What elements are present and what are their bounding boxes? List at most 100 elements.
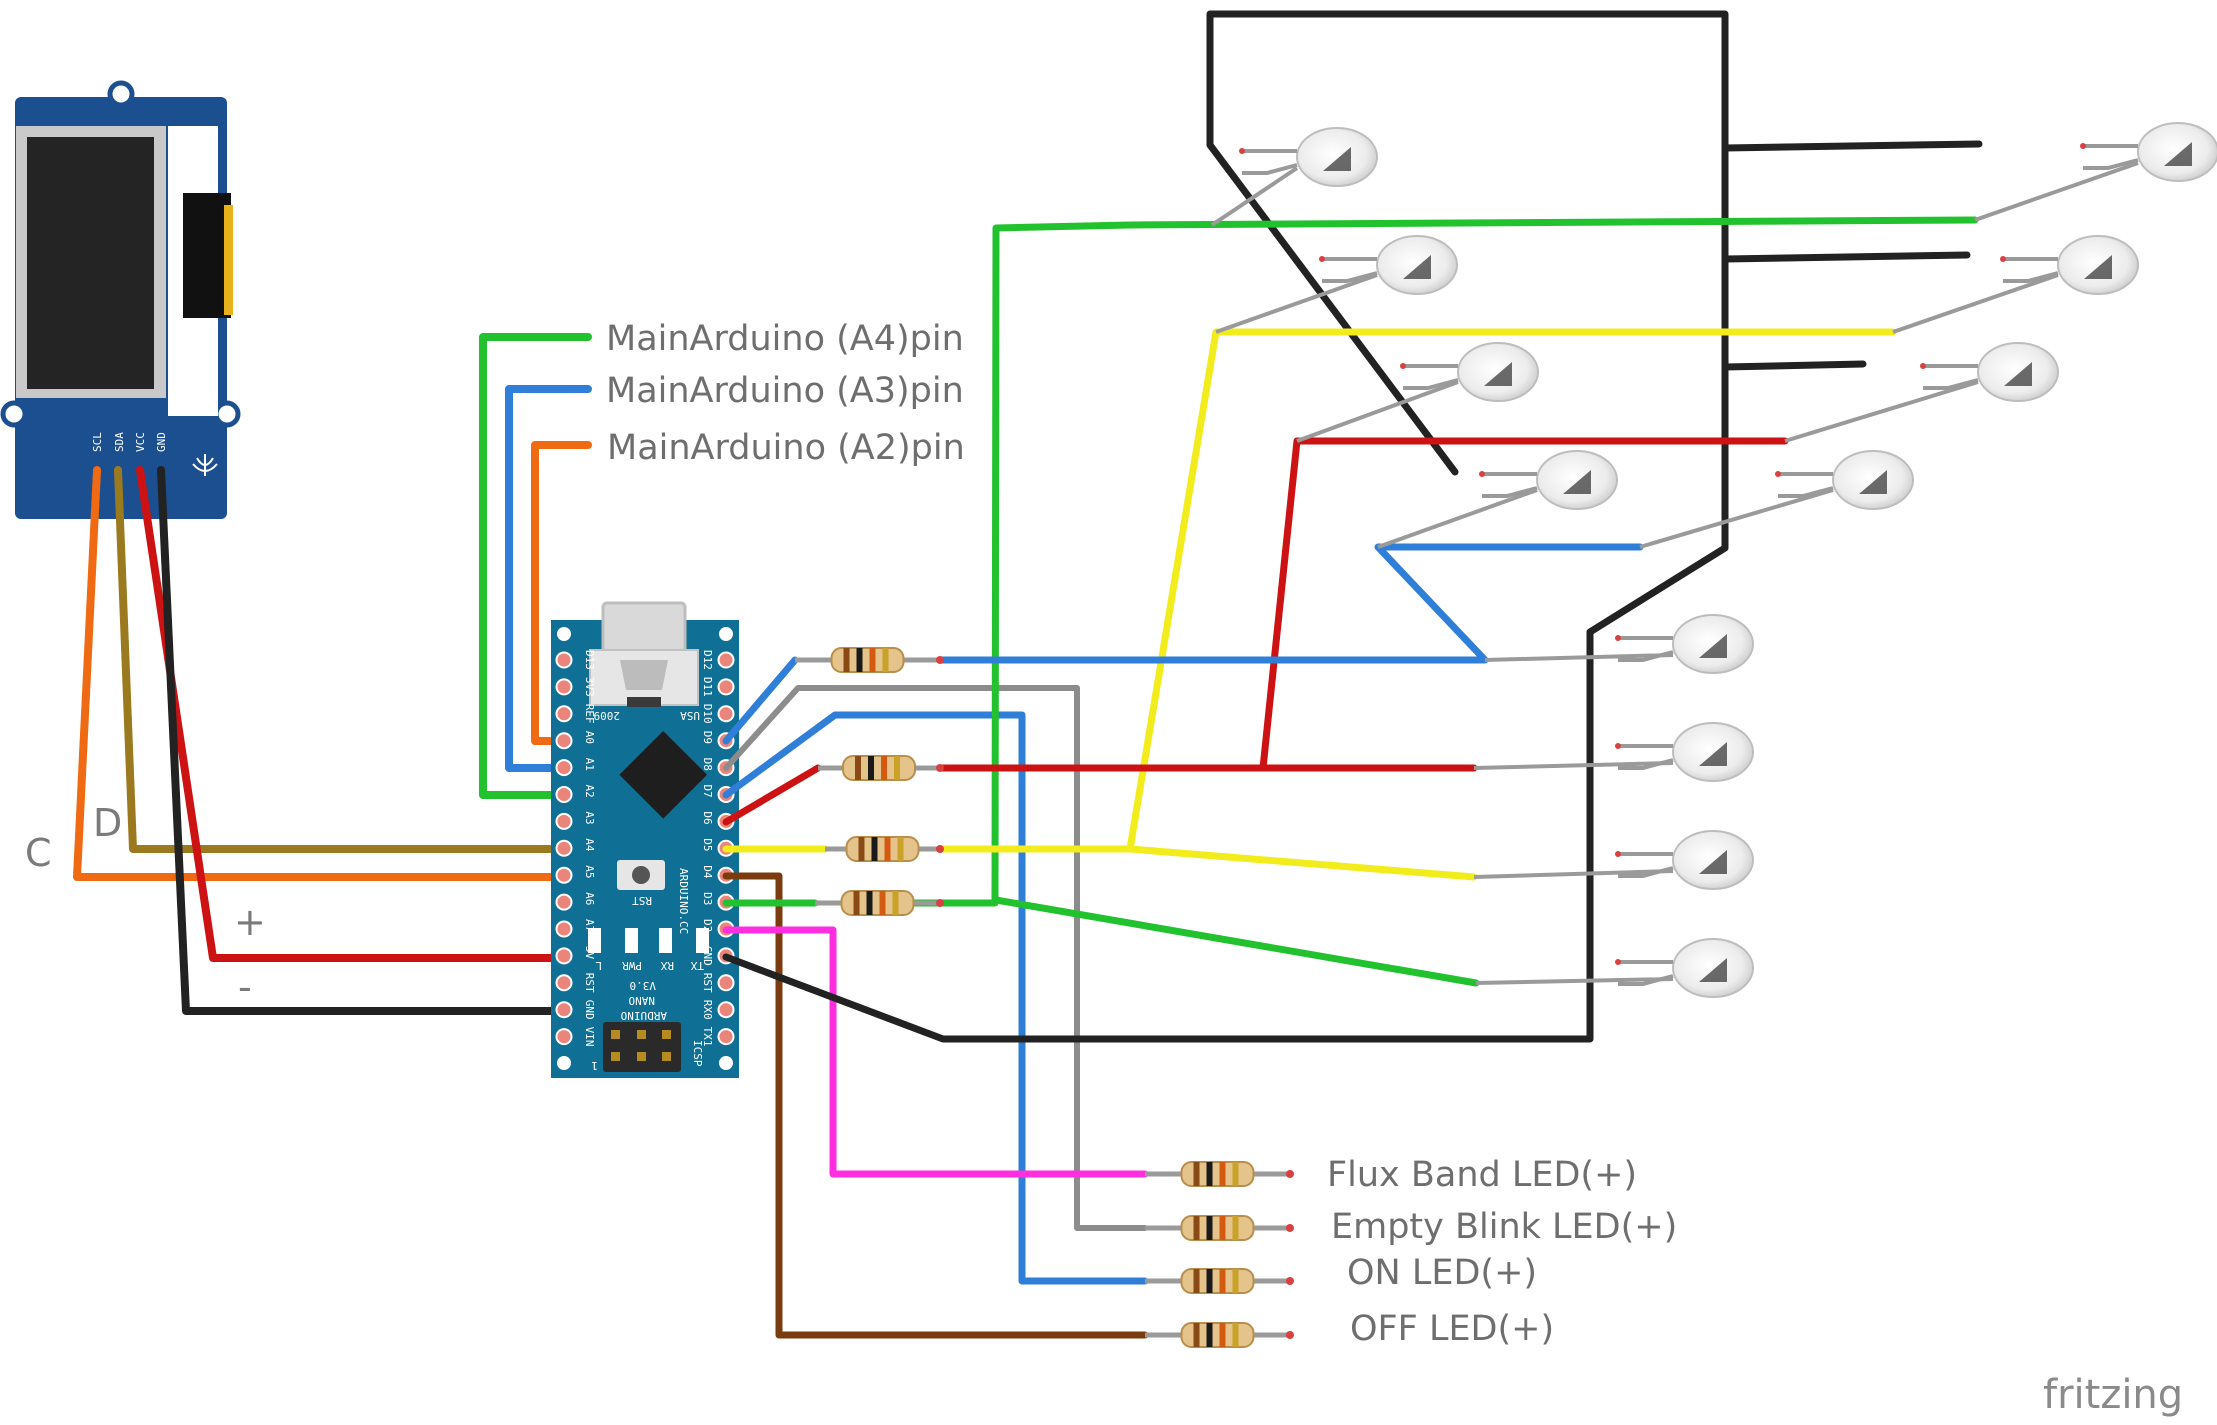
board-text-tx: TX [690, 959, 704, 972]
led-lead [1473, 761, 1674, 770]
label-off-led: OFF LED(+) [1350, 1309, 1554, 1349]
arduino-pin-a0 [555, 732, 573, 750]
arduino-pin-label-gnd-r: GND [701, 946, 714, 966]
arduino-pin-label-d8-r: D8 [701, 758, 714, 771]
led-lead [1377, 488, 1538, 549]
led-lead [1784, 380, 1979, 443]
arduino-pin-a1 [555, 759, 573, 777]
resistor [795, 647, 944, 673]
arduino-pin-rst [555, 974, 573, 992]
wire-blue-trunk [936, 543, 1644, 664]
arduino-pin-d11-r [717, 678, 735, 696]
arduino-output-wires [722, 10, 1729, 1339]
arduino-pin-label-3v3: 3V3 [583, 677, 596, 697]
arduino-pin-a3 [555, 812, 573, 830]
arduino-pin-label-d10-r: D10 [701, 704, 714, 724]
oled-pin-vcc: VCC [134, 432, 147, 452]
arduino-pin-label-gnd: GND [583, 1000, 596, 1020]
led [2080, 122, 2217, 182]
led-lead [1210, 166, 1299, 227]
wire-a3-lead [505, 385, 592, 772]
arduino-pin-label-d13: D13 [583, 650, 596, 670]
arduino-pin-rst-r [717, 974, 735, 992]
board-text-version: V3.0 [630, 979, 657, 992]
led-lead [1639, 488, 1834, 549]
wire-a4-lead [479, 333, 592, 799]
wire-green-to-led8 [992, 896, 1480, 987]
resistor [1145, 1161, 1294, 1187]
wire-green-trunk [888, 216, 1979, 907]
resistor [1145, 1268, 1294, 1294]
board-text-icsp: ICSP [691, 1040, 704, 1067]
oled-pin-gnd: GND [155, 432, 168, 452]
label-minus: - [238, 965, 252, 1009]
arduino-pin-rx0-r [717, 1001, 735, 1019]
arduino-pin-label-5v: 5V [583, 946, 596, 960]
arduino-pin-label-d11-r: D11 [701, 677, 714, 697]
arduino-pin-label-d6-r: D6 [701, 811, 714, 824]
wire-sda [114, 466, 569, 853]
led-lead [1296, 380, 1459, 443]
arduino-pin-label-d4-r: D4 [701, 865, 714, 879]
fritzing-logo: fritzing [2043, 1372, 2183, 1418]
arduino-pin-a5 [555, 866, 573, 884]
wire-d10-to-resistor [722, 656, 799, 745]
board-text-2009: 2009 [594, 709, 621, 722]
arduino-pin-label-d5-r: D5 [701, 838, 714, 851]
arduino-pin-label-a5: A5 [583, 865, 596, 878]
led [1920, 342, 2059, 402]
board-text-rst: RST [632, 894, 652, 907]
led-lead [1473, 869, 1674, 879]
blue-network [936, 543, 1644, 664]
board-text-rx: RX [660, 959, 674, 972]
oled-pin-sda: SDA [113, 432, 126, 452]
arduino-pin-ref [555, 705, 573, 723]
arduino-pin-label-a2: A2 [583, 785, 596, 798]
led-lead [1892, 273, 2059, 334]
oled-screen [27, 137, 154, 389]
led [1479, 450, 1618, 510]
board-text-one: 1 [591, 1059, 598, 1072]
label-d: D [93, 801, 122, 845]
green-network [888, 216, 1979, 987]
arduino-pin-a2 [555, 786, 573, 803]
label-main-arduino-a3: MainArduino (A3)pin [606, 371, 964, 411]
microcontroller-chip [619, 730, 708, 819]
arduino-pin-label-a0: A0 [583, 731, 596, 744]
arduino-pin-label-a6: A6 [583, 892, 596, 905]
board-text-nano: NANO [629, 994, 656, 1007]
board-text-l: L [595, 959, 602, 972]
arduino-pin-d13 [555, 651, 573, 669]
wire-yellow-trunk [936, 328, 1897, 853]
board-text-pwr: PWR [622, 959, 642, 972]
resistor [1145, 1322, 1294, 1348]
label-flux-band-led: Flux Band LED(+) [1327, 1155, 1637, 1195]
arduino-pin-label-d9-r: D9 [701, 731, 714, 744]
wire-a2-lead [531, 441, 592, 745]
label-c: C [25, 831, 52, 875]
wire-gray-empty-blink [723, 685, 1148, 1231]
arduino-pin-gnd [555, 1001, 573, 1019]
label-empty-blink-led: Empty Blink LED(+) [1331, 1207, 1677, 1247]
led-lead [1475, 977, 1674, 985]
wire-magenta-flux [722, 926, 1149, 1178]
led [2000, 235, 2139, 295]
label-plus: + [234, 900, 266, 944]
oled-wires [73, 466, 569, 1015]
arduino-pin-label-vin: VIN [583, 1027, 596, 1047]
arduino-pin-label-ref: REF [583, 704, 596, 724]
wire-vcc [136, 466, 569, 962]
oled-display-module: SCL SDA VCC GND [0, 80, 241, 519]
led-lead [1215, 273, 1378, 334]
arduino-pin-label-d2-r: D2 [701, 919, 714, 932]
arduino-pin-label-a7: A7 [583, 919, 596, 932]
arduino-pin-label-d12-r: D12 [701, 650, 714, 670]
led-lead [1484, 653, 1674, 662]
arduino-pin-d12-r [717, 651, 735, 669]
led [1239, 127, 1378, 187]
resistor [815, 890, 944, 916]
board-text-brand: ARDUINO.CC [677, 868, 690, 934]
arduino-pin-tx1-r [717, 1028, 735, 1046]
